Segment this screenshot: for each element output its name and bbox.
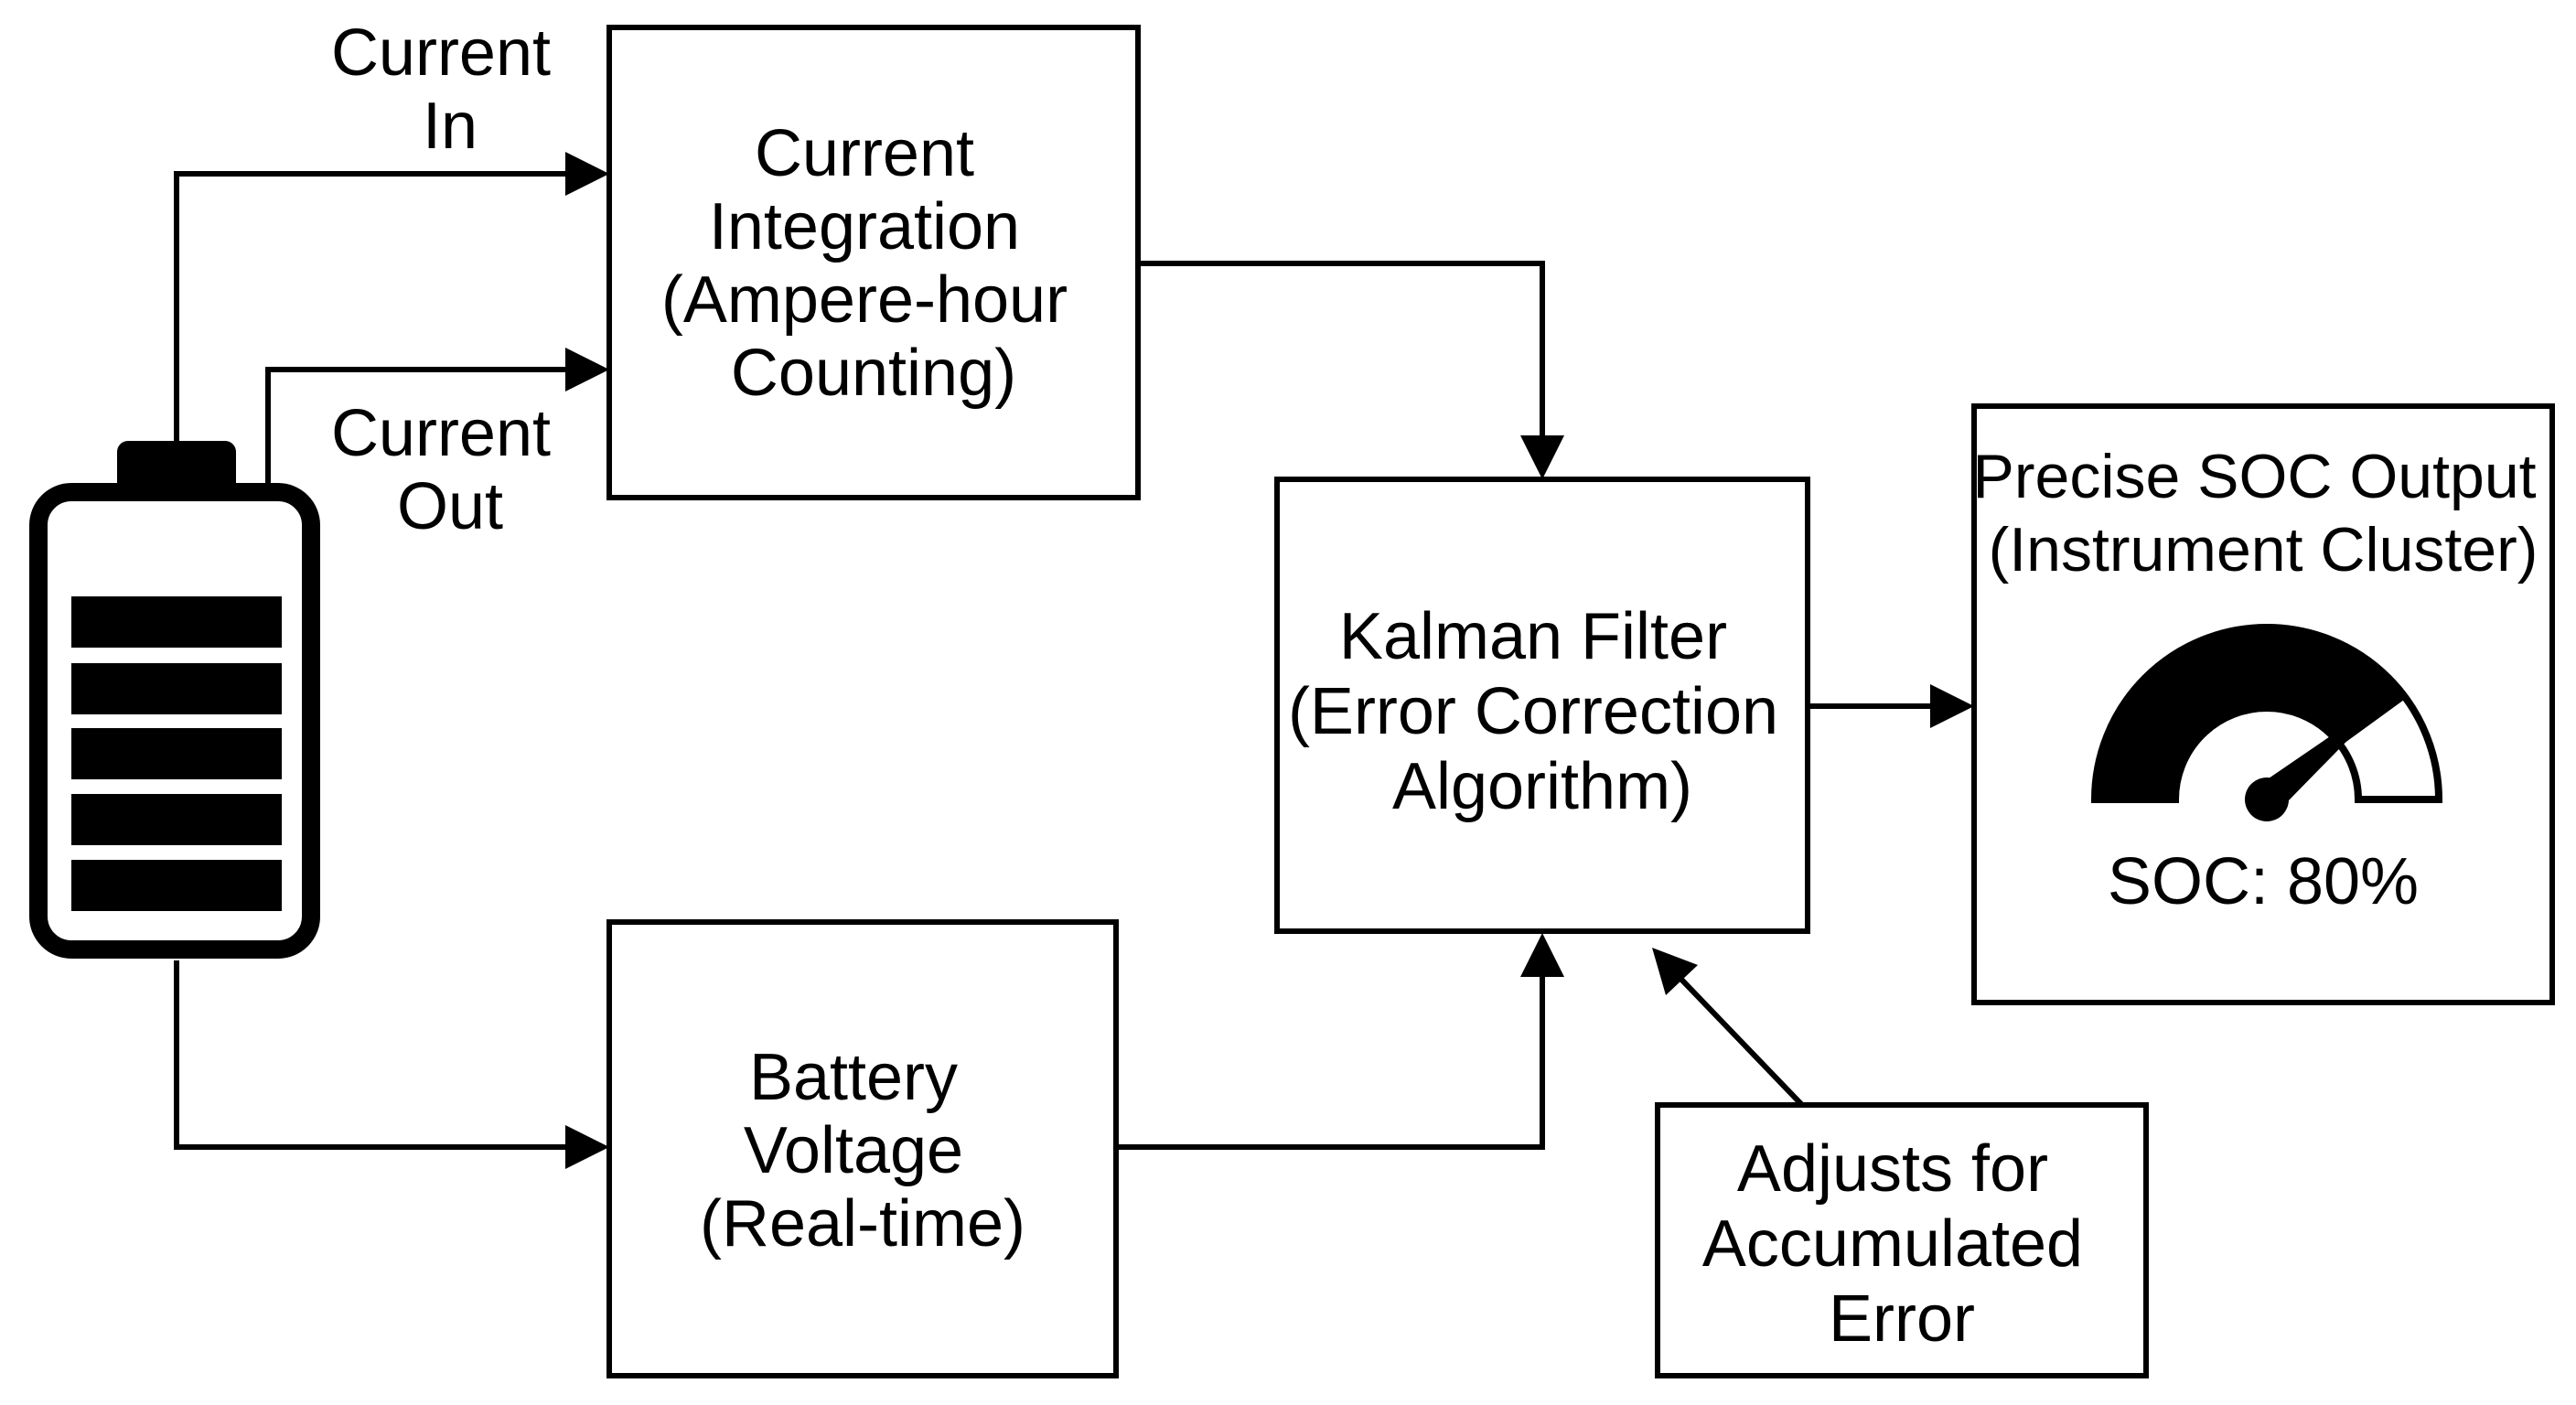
current-out-arrowhead — [565, 348, 609, 391]
current-in-label-line1: Current — [331, 16, 551, 90]
current-integration-text: Current Integration (Ampere-hour Countin… — [661, 117, 1086, 410]
current-in-arrowhead — [565, 152, 609, 196]
voltage-arrowhead — [565, 1125, 609, 1169]
current-integration-box — [606, 25, 1141, 500]
accumulated-error-line: Adjusts for — [1737, 1132, 2048, 1206]
accumulated-error-line: Error — [1829, 1282, 1975, 1356]
gauge-fill — [2095, 627, 2407, 799]
battery-voltage-box — [606, 919, 1119, 1378]
current-out-arrow — [265, 367, 595, 485]
battery-voltage-line: (Real-time) — [700, 1187, 1025, 1260]
integration-to-kalman-arrowhead — [1520, 435, 1564, 479]
soc-value-text: SOC: 80% — [2108, 845, 2419, 918]
current-integration-line: Counting) — [731, 337, 1016, 410]
accumulated-error-text: Adjusts for Accumulated Error — [1702, 1132, 2101, 1356]
kalman-filter-line: (Error Correction — [1288, 675, 1778, 748]
kalman-filter-line: Kalman Filter — [1339, 600, 1727, 673]
accumulated-error-box — [1655, 1102, 2149, 1378]
current-integration-line: (Ampere-hour — [661, 263, 1068, 337]
error-to-kalman-arrow — [1664, 961, 1805, 1108]
battery-icon — [29, 441, 320, 959]
battery-voltage-line: Voltage — [744, 1114, 963, 1187]
current-integration-line: Integration — [709, 190, 1020, 263]
kalman-filter-box — [1274, 477, 1810, 934]
accumulated-error-line: Accumulated — [1702, 1207, 2083, 1281]
current-out-label: Current Out — [331, 397, 569, 543]
current-integration-line: Current — [755, 117, 974, 190]
soc-output-title-line: (Instrument Cluster) — [1989, 515, 2538, 585]
kalman-filter-text: Kalman Filter (Error Correction Algorith… — [1288, 600, 1797, 823]
gauge-icon — [2090, 624, 2443, 821]
kalman-to-soc-arrowhead — [1930, 684, 1974, 728]
current-out-label-line2: Out — [397, 470, 503, 543]
gauge-needle — [2256, 692, 2395, 812]
battery-voltage-line: Battery — [749, 1041, 958, 1114]
current-in-label-line2: In — [423, 90, 478, 163]
battery-voltage-text: Battery Voltage (Real-time) — [700, 1041, 1025, 1260]
gauge-hub — [2245, 778, 2289, 821]
voltage-to-kalman-arrow — [1116, 948, 1545, 1150]
soc-output-title: Precise SOC Output (Instrument Cluster) — [1973, 442, 2554, 585]
current-in-label: Current In — [331, 16, 569, 163]
soc-output-title-line: Precise SOC Output — [1973, 442, 2537, 511]
current-in-arrow — [174, 171, 595, 441]
kalman-filter-line: Algorithm) — [1392, 750, 1692, 823]
integration-to-kalman-arrow — [1138, 261, 1545, 465]
current-out-label-line1: Current — [331, 397, 551, 470]
connectors — [174, 152, 1974, 1169]
error-to-kalman-arrowhead — [1652, 948, 1698, 995]
voltage-arrow — [174, 960, 595, 1150]
voltage-to-kalman-arrowhead — [1520, 933, 1564, 977]
